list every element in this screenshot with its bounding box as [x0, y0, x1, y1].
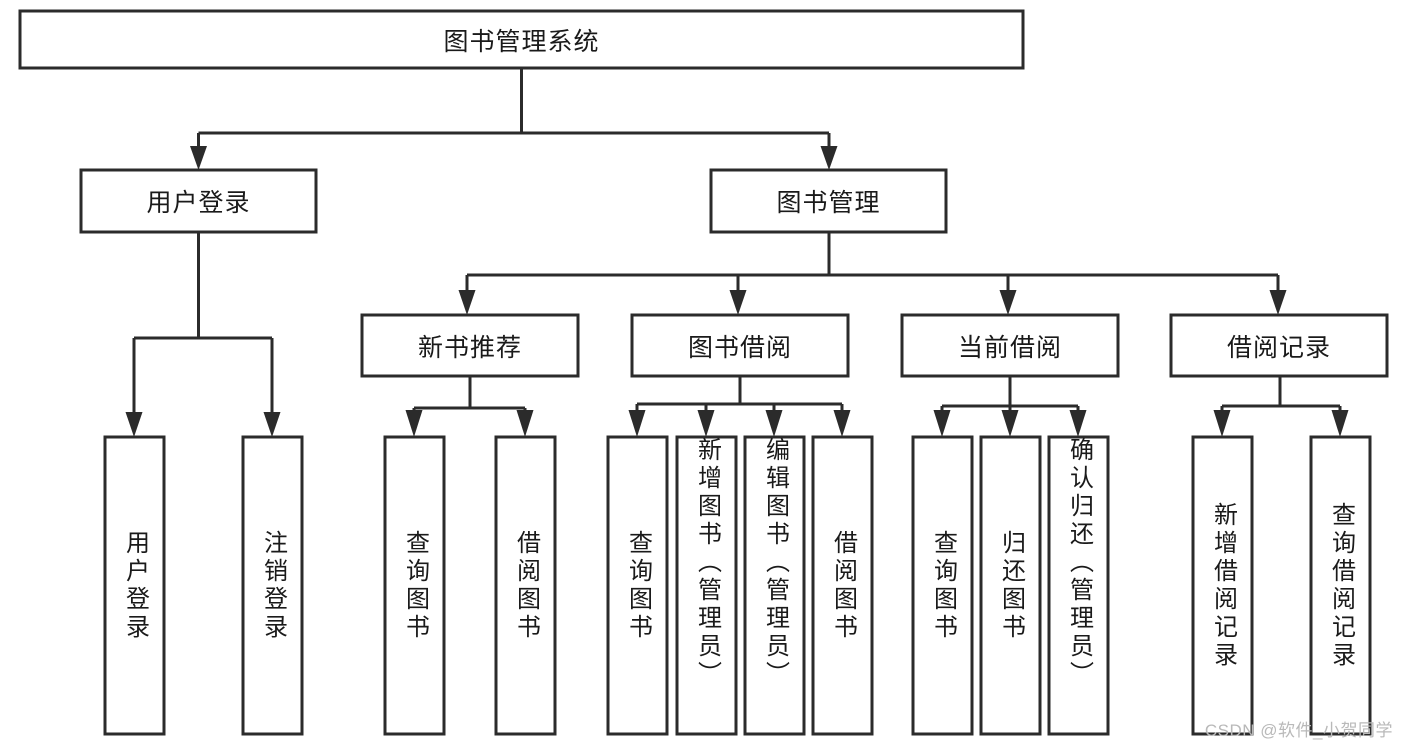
arrow-head-br-leaf-1	[1213, 410, 1231, 437]
connector-group-borrow-record	[1213, 376, 1349, 437]
connector-group-root	[190, 68, 838, 170]
leaf-box-user-login-1[interactable]	[241, 435, 304, 736]
arrow-head-bb-leaf-3	[765, 410, 783, 437]
arrow-head-book-borrow	[729, 290, 747, 315]
arrow-head-leaf-user-login	[125, 412, 143, 437]
leaf-box-book-borrow-2[interactable]	[743, 435, 806, 736]
arrow-head-nbr-leaf-2	[516, 410, 534, 437]
node-box-current-borrow[interactable]	[900, 313, 1120, 378]
leaf-box-current-borrow-2[interactable]	[1047, 435, 1110, 736]
arrow-head-leaf-logout	[263, 412, 281, 437]
arrow-head-bb-leaf-1	[628, 410, 646, 437]
leaf-box-borrow-record-1[interactable]	[1309, 435, 1372, 736]
leaf-box-new-book-recommend-1[interactable]	[494, 435, 557, 736]
connector-group-new-book-recommend	[405, 376, 534, 437]
node-box-user-login[interactable]	[79, 168, 318, 234]
leaf-box-current-borrow-1[interactable]	[979, 435, 1042, 736]
connector-group-book-borrow	[628, 376, 851, 437]
arrow-head-current-borrow	[999, 290, 1017, 315]
node-box-book-management[interactable]	[709, 168, 948, 234]
arrow-head-borrow-record	[1269, 290, 1287, 315]
node-box-root[interactable]	[18, 9, 1025, 70]
connector-group-book-mgmt	[458, 232, 1287, 315]
arrow-head-br-leaf-2	[1331, 410, 1349, 437]
arrow-head-new-book-recommend	[458, 290, 476, 315]
node-box-new-book-recommend[interactable]	[360, 313, 580, 378]
leaf-box-current-borrow-0[interactable]	[911, 435, 974, 736]
leaf-box-borrow-record-0[interactable]	[1191, 435, 1254, 736]
leaf-box-new-book-recommend-0[interactable]	[383, 435, 446, 736]
arrow-head-bb-leaf-2	[697, 410, 715, 437]
arrow-head-cb-leaf-1	[933, 410, 951, 437]
arrow-head-bb-leaf-4	[833, 410, 851, 437]
leaf-box-book-borrow-1[interactable]	[675, 435, 738, 736]
node-box-book-borrow[interactable]	[630, 313, 850, 378]
arrow-head-book-mgmt	[820, 146, 838, 170]
arrow-head-user-login	[190, 146, 207, 170]
csdn-watermark: CSDN @软件_小贺同学	[1204, 721, 1393, 740]
node-box-borrow-record[interactable]	[1169, 313, 1389, 378]
arrow-head-cb-leaf-2	[1001, 410, 1019, 437]
arrow-head-nbr-leaf-1	[405, 410, 423, 437]
arrow-head-cb-leaf-3	[1069, 410, 1087, 437]
connector-group-user-login	[125, 232, 281, 437]
leaf-box-book-borrow-0[interactable]	[606, 435, 669, 736]
leaf-box-book-borrow-3[interactable]	[811, 435, 874, 736]
connector-group-current-borrow	[933, 376, 1087, 437]
leaf-box-user-login-0[interactable]	[103, 435, 166, 736]
